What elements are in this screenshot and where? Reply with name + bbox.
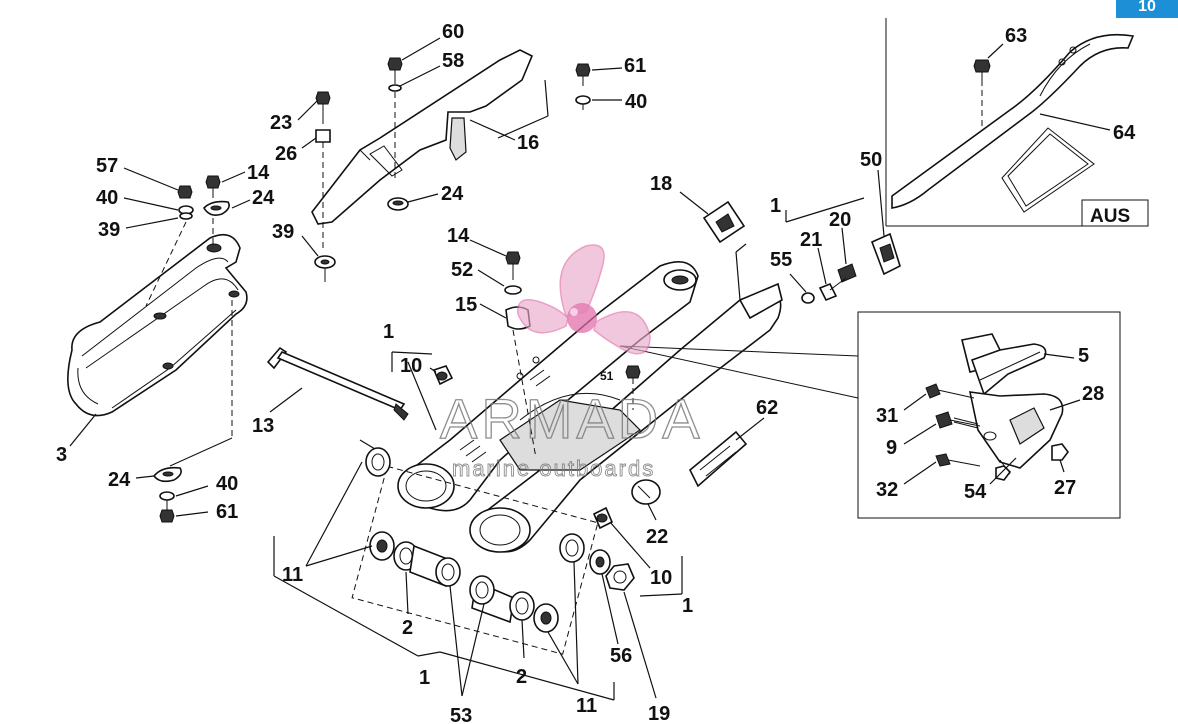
callout-40-left: 40: [96, 187, 118, 209]
callout-50: 50: [860, 149, 882, 171]
callout-2-right: 2: [516, 666, 527, 688]
screw-51: [625, 365, 641, 410]
callout-21: 21: [800, 229, 822, 251]
callout-57: 57: [96, 155, 118, 177]
callout-31: 31: [876, 405, 898, 427]
bolt-23: [314, 91, 336, 282]
chain-adjuster-18: [702, 200, 746, 244]
callout-1-upper-left: 1: [383, 321, 394, 343]
armada-watermark: ARMADA marine outboards: [439, 244, 704, 481]
callout-23: 23: [270, 112, 292, 134]
nut-54: [995, 465, 1012, 481]
bolt-31: [925, 383, 975, 399]
callout-24-lower: 24: [108, 469, 131, 491]
callout-39-left: 39: [98, 219, 120, 241]
callout-24-left: 24: [252, 187, 275, 209]
callout-14-right: 14: [447, 225, 470, 247]
chain-guide-detail: [961, 333, 1064, 475]
nut-27: [1051, 443, 1069, 461]
bolt-60: [387, 57, 403, 180]
callout-10-lower: 10: [650, 567, 672, 589]
callout-26: 26: [275, 143, 297, 165]
bolt-32: [935, 453, 981, 467]
callout-55: 55: [770, 249, 792, 271]
callout-52: 52: [451, 259, 473, 281]
callout-64: 64: [1113, 122, 1136, 144]
plug-22: [631, 479, 661, 505]
callout-1-lower-right: 1: [682, 595, 693, 617]
watermark-brand: ARMADA: [440, 387, 704, 450]
bolt-9: [935, 411, 981, 429]
bolt-61-upper: [575, 63, 591, 112]
chain-guard-upper: [311, 49, 534, 225]
grommet-24-upper: [387, 197, 409, 211]
grommet-24-lower: [152, 466, 182, 523]
callout-1-right: 1: [770, 195, 781, 217]
cap-10-upper: [432, 365, 454, 386]
callout-62: 62: [756, 397, 778, 419]
callout-13: 13: [252, 415, 274, 437]
adjuster-bolt-20: [801, 263, 857, 304]
bearing-stack: [365, 447, 635, 633]
callout-19: 19: [648, 703, 670, 724]
callout-20: 20: [829, 209, 851, 231]
detail-inset-frame: [857, 311, 1121, 519]
callout-54: 54: [964, 481, 987, 503]
callout-11-left: 11: [282, 564, 303, 586]
callout-56: 56: [610, 645, 632, 667]
callout-61-upper: 61: [624, 55, 646, 77]
callout-32: 32: [876, 479, 898, 501]
callout-61-lower: 61: [216, 501, 238, 523]
callout-18: 18: [650, 173, 672, 195]
callout-51: 51: [600, 369, 614, 383]
callout-15: 15: [455, 294, 477, 316]
callout-3: 3: [56, 444, 67, 466]
callout-40-lower: 40: [216, 473, 238, 495]
callout-60: 60: [442, 21, 464, 43]
reflector-62: [688, 430, 748, 488]
screw-57: [145, 185, 194, 307]
callout-16: 16: [517, 132, 539, 154]
callout-40-upper: 40: [625, 91, 647, 113]
aus-region-label: AUS: [1090, 206, 1130, 227]
bolt-14-left: [202, 175, 230, 244]
callout-14-left: 14: [247, 162, 270, 184]
callout-5: 5: [1078, 345, 1089, 367]
callout-24-upper: 24: [441, 183, 464, 205]
callout-22: 22: [646, 526, 668, 548]
armada-propeller-logo: [517, 244, 651, 355]
callout-28: 28: [1082, 383, 1104, 405]
aus-inset: AUS 63 64: [885, 18, 1149, 227]
bolt-63: [973, 59, 991, 128]
callout-9: 9: [886, 437, 897, 459]
rear-mudguard-aus: [891, 33, 1135, 209]
callout-63: 63: [1005, 25, 1027, 47]
chain-slider-3: [67, 233, 248, 417]
cap-10-lower: [592, 506, 614, 530]
callout-1-bottom: 1: [419, 667, 430, 689]
watermark-tagline: marine outboards: [452, 456, 655, 481]
page-number-badge: 10: [1116, 0, 1178, 18]
callout-11-right: 11: [576, 695, 597, 717]
callout-39-upper: 39: [272, 221, 294, 243]
callout-10-upper: 10: [400, 355, 422, 377]
pivot-shaft-13: [266, 346, 409, 421]
callout-2-left: 2: [402, 617, 413, 639]
callout-27: 27: [1054, 477, 1076, 499]
chain-adjuster-50: [870, 232, 901, 276]
callout-58: 58: [442, 50, 464, 72]
callout-53: 53: [450, 705, 472, 724]
